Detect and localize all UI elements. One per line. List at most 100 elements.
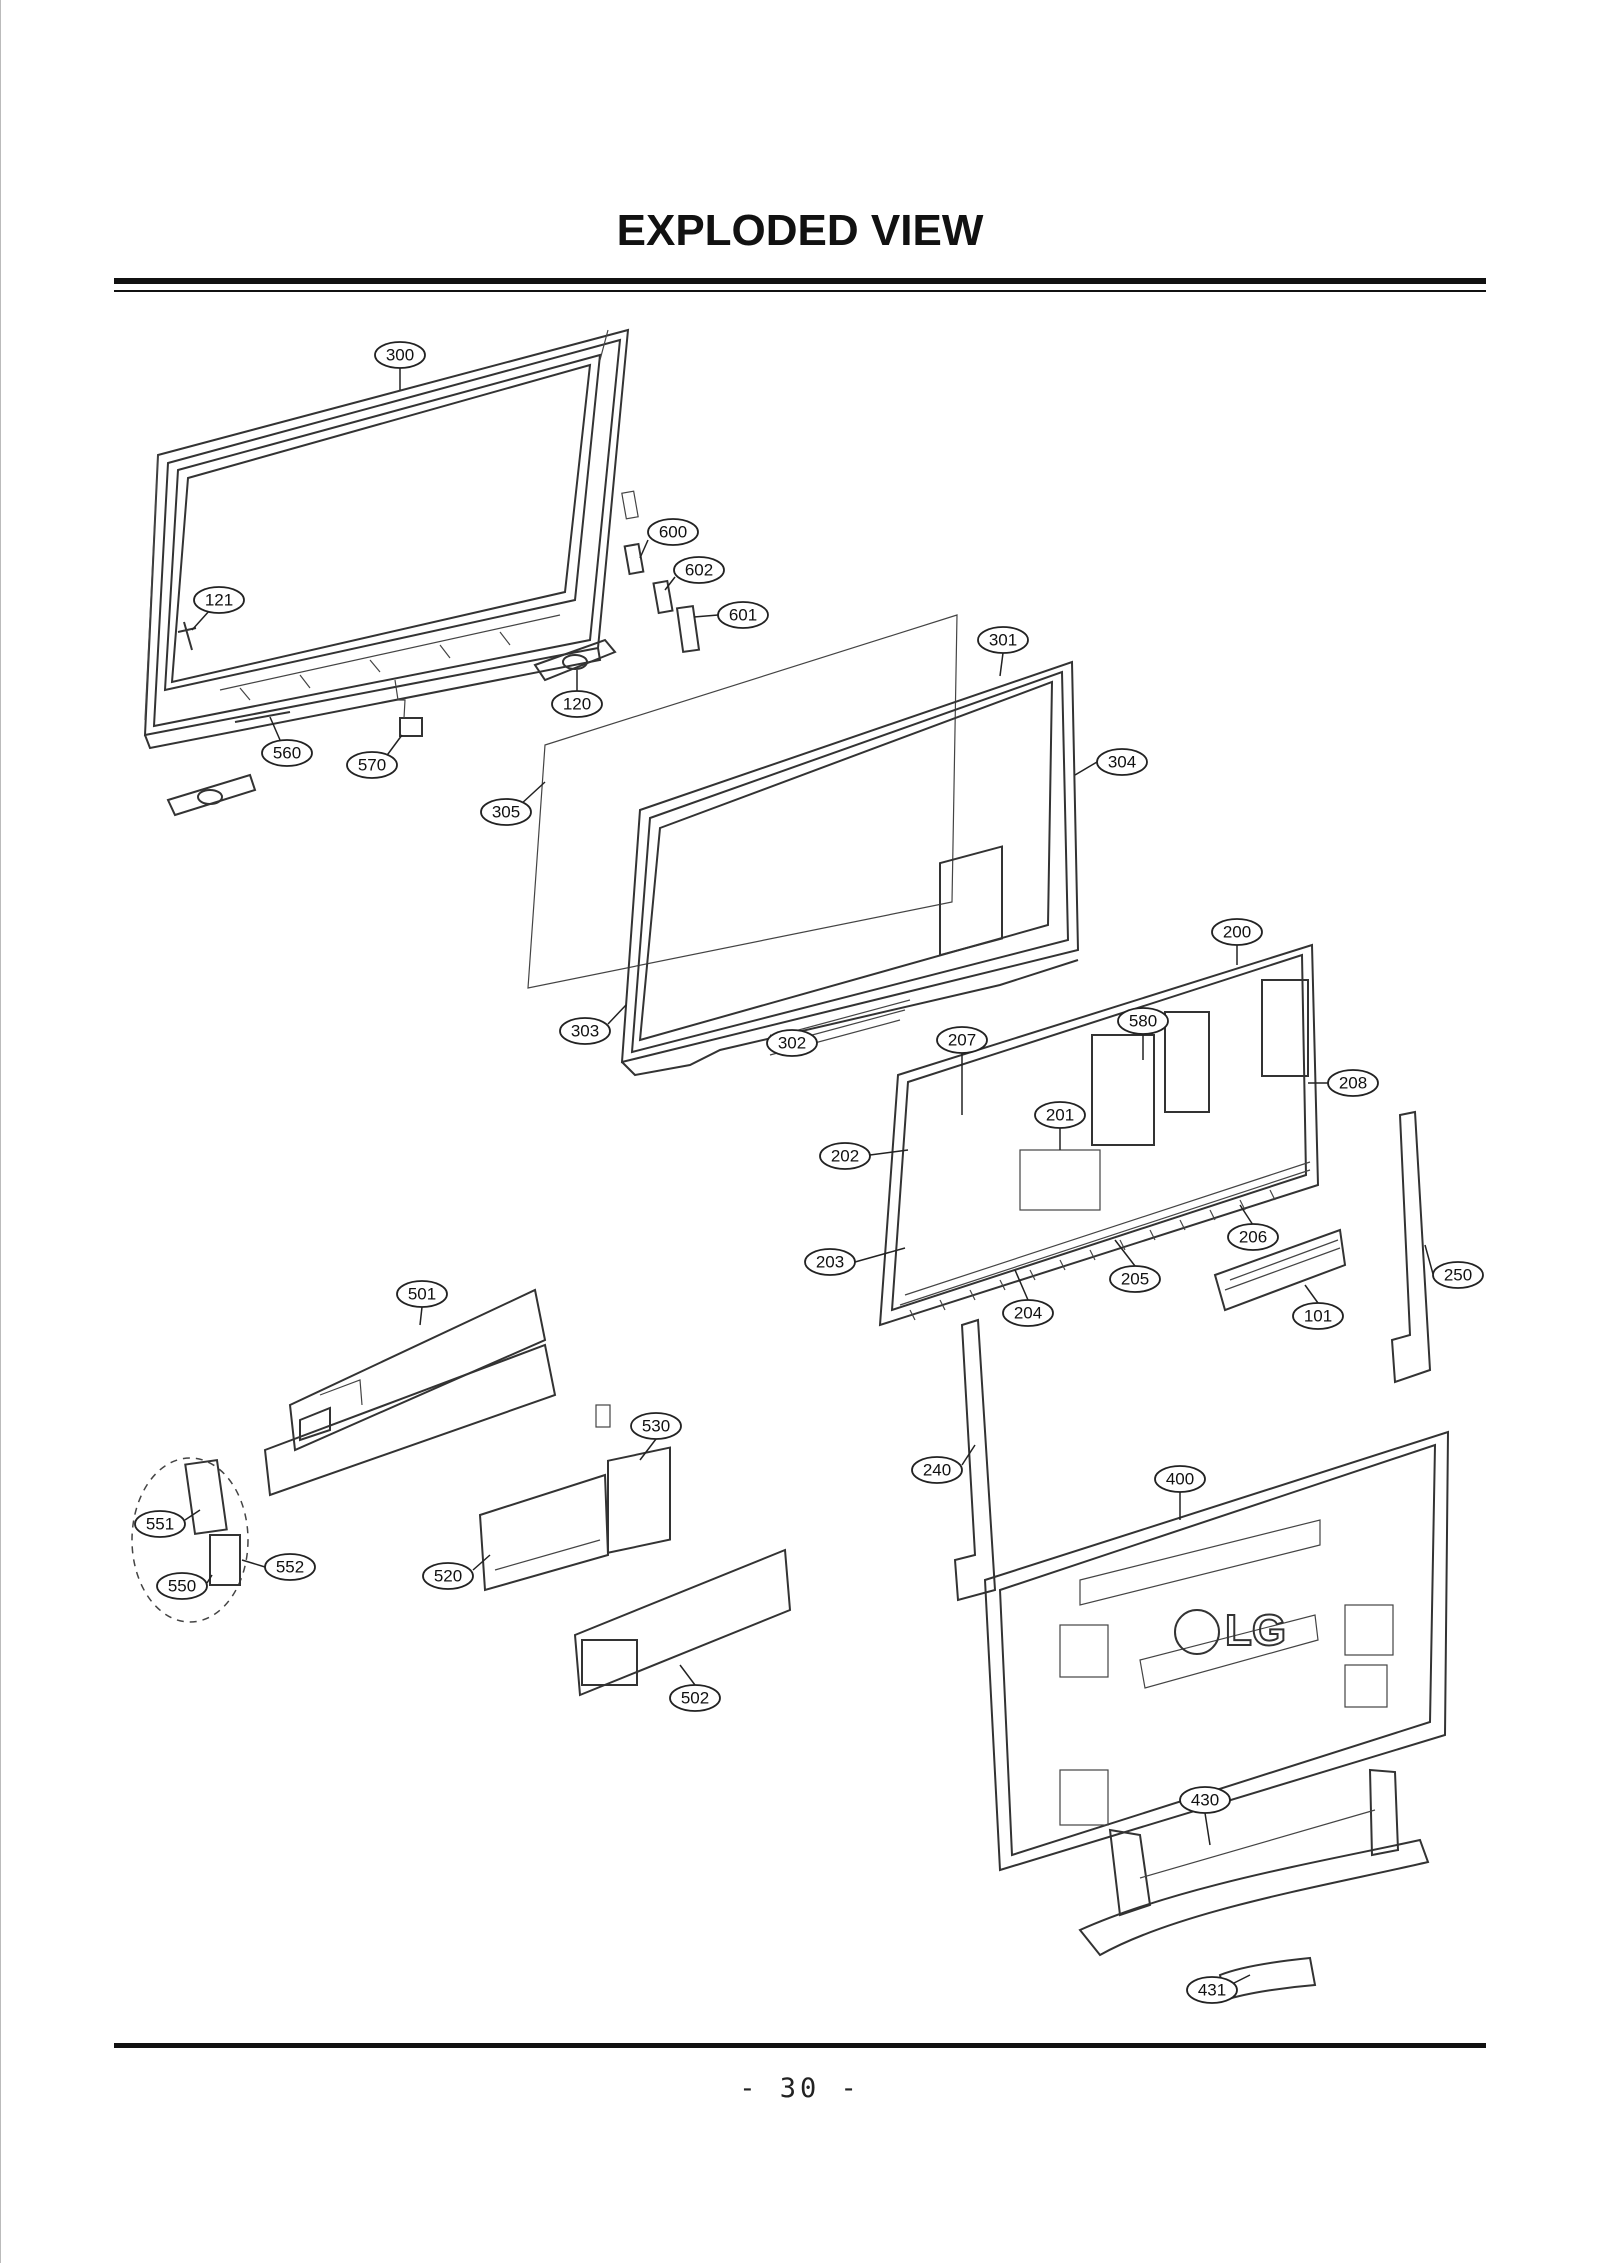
part-501-main-bracket	[263, 1288, 557, 1497]
callout-305-label: 305	[492, 803, 520, 822]
callout-207: 207	[936, 1026, 988, 1115]
callout-207-label: 207	[948, 1031, 976, 1050]
callout-208-label: 208	[1339, 1074, 1367, 1093]
callout-204-label: 204	[1014, 1304, 1042, 1323]
callout-303: 303	[559, 1004, 627, 1045]
callout-602-label: 602	[685, 561, 713, 580]
part-121-clip	[177, 621, 197, 651]
part-431-stand-cover	[1218, 1956, 1317, 2002]
part-530-board	[595, 1404, 671, 1554]
callout-530: 530	[630, 1412, 682, 1461]
callout-205: 205	[1109, 1239, 1161, 1293]
part-200-pdp-module	[878, 845, 1320, 1327]
callout-600: 600	[639, 518, 699, 559]
part-502-terminal-plate	[573, 1548, 792, 1697]
callout-560: 560	[261, 716, 313, 767]
callout-303-label: 303	[571, 1022, 599, 1041]
callout-300: 300	[374, 341, 426, 390]
callout-101: 101	[1292, 1284, 1344, 1330]
callout-552: 552	[241, 1553, 316, 1581]
part-600-bracket	[621, 490, 645, 576]
callout-302-label: 302	[778, 1034, 806, 1053]
callout-502-label: 502	[681, 1689, 709, 1708]
callout-250: 250	[1424, 1244, 1484, 1289]
callout-120-label: 120	[563, 695, 591, 714]
callout-203-label: 203	[816, 1253, 844, 1272]
callout-501: 501	[396, 1280, 448, 1326]
callout-501-label: 501	[408, 1285, 436, 1304]
callout-201-label: 201	[1046, 1106, 1074, 1125]
callout-204: 204	[1002, 1269, 1054, 1327]
callout-301: 301	[977, 626, 1029, 677]
callout-302: 302	[766, 1029, 818, 1057]
callout-530-label: 530	[642, 1417, 670, 1436]
callout-400-label: 400	[1166, 1470, 1194, 1489]
callout-120: 120	[551, 670, 603, 718]
callout-202: 202	[819, 1142, 909, 1170]
callout-560-label: 560	[273, 744, 301, 763]
callout-430: 430	[1179, 1786, 1231, 1846]
part-300-front-cabinet	[143, 328, 630, 750]
callout-502: 502	[669, 1664, 721, 1712]
callout-121: 121	[191, 586, 245, 631]
callout-301-label: 301	[989, 631, 1017, 650]
callout-304: 304	[1074, 748, 1148, 776]
callout-202-label: 202	[831, 1147, 859, 1166]
footer-rule	[114, 2043, 1486, 2048]
callout-580-label: 580	[1129, 1012, 1157, 1031]
title-rule-thin	[114, 290, 1486, 292]
callout-250-label: 250	[1444, 1266, 1472, 1285]
part-101-heatsink	[1213, 1228, 1347, 1312]
part-550-551-552-group	[131, 1457, 249, 1623]
callout-200: 200	[1211, 918, 1263, 965]
callout-305: 305	[480, 781, 546, 826]
title-rule-thick	[114, 278, 1486, 284]
callout-550: 550	[156, 1572, 213, 1600]
callout-121-label: 121	[205, 591, 233, 610]
callout-206-label: 206	[1239, 1228, 1267, 1247]
callout-431: 431	[1186, 1974, 1251, 2004]
part-601-bracket	[675, 604, 701, 654]
callout-200-label: 200	[1223, 923, 1251, 942]
part-520-main-board	[478, 1473, 610, 1592]
part-560-lens	[234, 711, 291, 723]
callout-601-label: 601	[729, 606, 757, 625]
part-570-board	[394, 679, 423, 737]
callout-570: 570	[346, 734, 403, 779]
callout-201: 201	[1034, 1101, 1086, 1150]
part-305-front-glass	[527, 614, 958, 989]
callout-550-label: 550	[168, 1577, 196, 1596]
part-301-filter-frame	[620, 660, 1080, 1077]
callout-240-label: 240	[923, 1461, 951, 1480]
callout-431-label: 431	[1198, 1981, 1226, 2000]
callout-600-label: 600	[659, 523, 687, 542]
lg-logo-text: LG	[1225, 1606, 1286, 1655]
callout-240: 240	[911, 1444, 976, 1484]
page-title: EXPLODED VIEW	[616, 206, 984, 255]
callout-580: 580	[1117, 1007, 1169, 1060]
callout-601: 601	[693, 601, 769, 629]
part-250-side-bracket	[1390, 1110, 1432, 1384]
callout-205-label: 205	[1121, 1270, 1149, 1289]
callout-430-label: 430	[1191, 1791, 1219, 1810]
callout-602: 602	[664, 556, 725, 591]
callout-551: 551	[134, 1509, 201, 1538]
callout-551-label: 551	[146, 1515, 174, 1534]
callout-304-label: 304	[1108, 753, 1136, 772]
part-120-speaker	[533, 638, 617, 682]
part-120-speaker-left	[166, 773, 257, 817]
callout-520-label: 520	[434, 1567, 462, 1586]
callout-300-label: 300	[386, 346, 414, 365]
callout-206: 206	[1227, 1204, 1279, 1251]
callout-208: 208	[1308, 1069, 1379, 1097]
callout-203: 203	[804, 1247, 906, 1276]
part-602-bracket	[652, 579, 674, 615]
part-430-stand	[1078, 1768, 1430, 1957]
callout-520: 520	[422, 1554, 491, 1590]
page-number: - 30 -	[739, 2073, 861, 2104]
callout-552-label: 552	[276, 1558, 304, 1577]
part-400-back-cover: LG	[983, 1430, 1450, 1872]
callout-400: 400	[1154, 1465, 1206, 1520]
